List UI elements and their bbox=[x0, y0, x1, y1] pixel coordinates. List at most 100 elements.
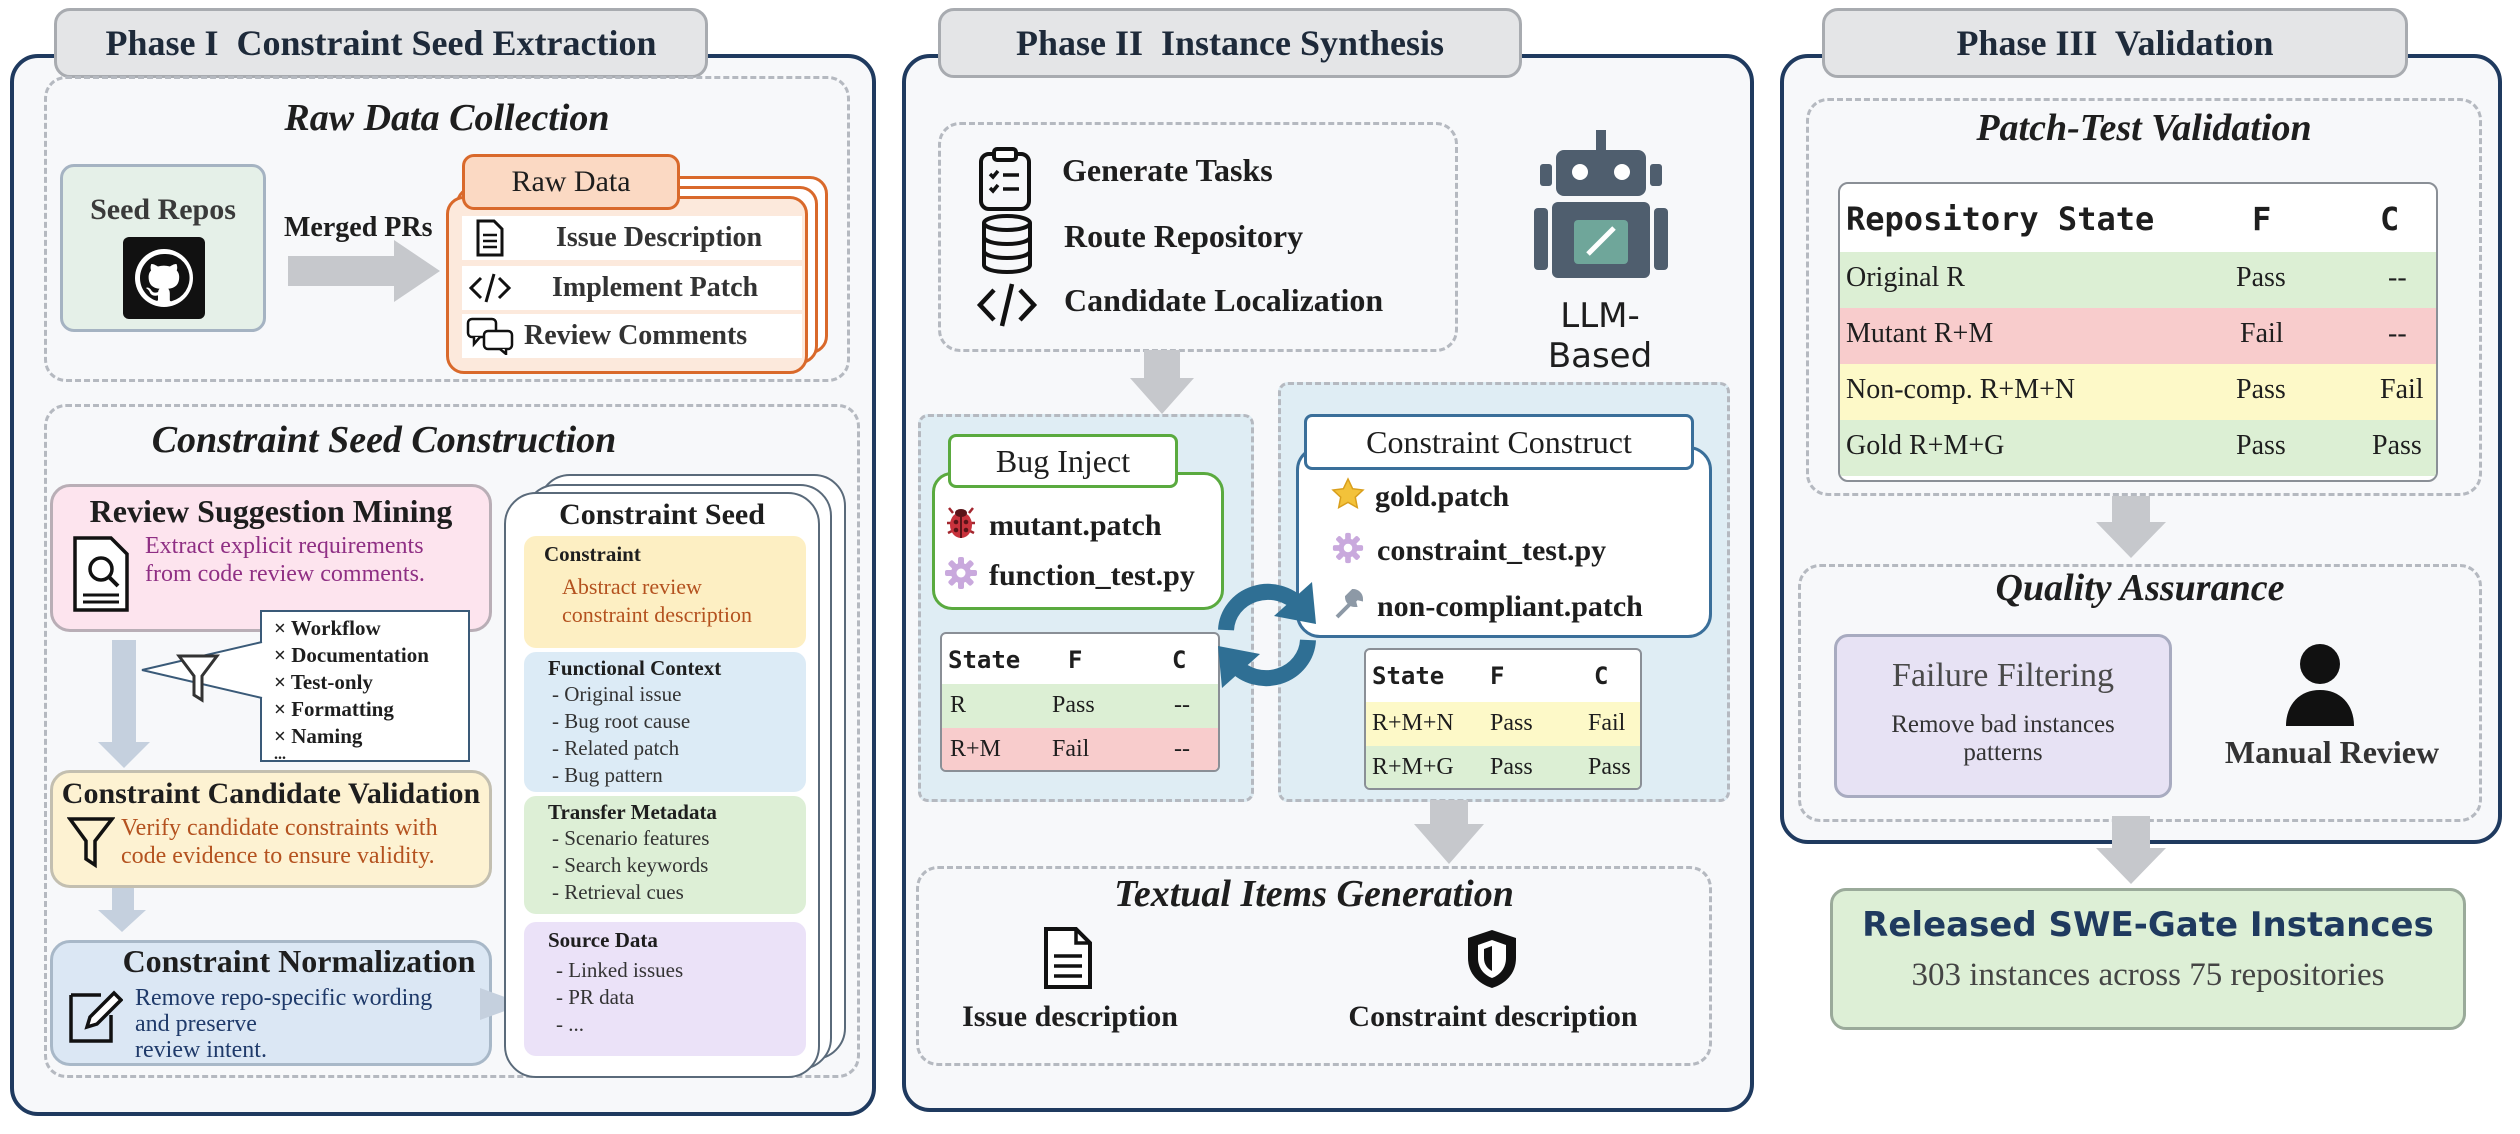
seed-transfer-block: Transfer Metadata - Scenario features - … bbox=[524, 796, 806, 914]
constraint-construct-title: Constraint Construct bbox=[1304, 414, 1694, 470]
table-row: R+M Fail -- bbox=[942, 728, 1218, 770]
candidate-validation-title: Constraint Candidate Validation bbox=[61, 777, 481, 810]
issue-document-icon bbox=[1042, 926, 1094, 995]
table-row: Gold R+M+G Pass Pass bbox=[1840, 420, 2436, 476]
flow-arrow-shaft bbox=[112, 640, 136, 750]
flow-arrow-shaft bbox=[112, 880, 134, 914]
raw-collection-section bbox=[44, 76, 850, 382]
clipboard-icon bbox=[976, 146, 1034, 217]
table-cell: Pass bbox=[2236, 430, 2286, 461]
table-cell: R+M+N bbox=[1372, 710, 1454, 736]
table-cell: -- bbox=[1174, 736, 1190, 762]
table-cell: Original R bbox=[1846, 262, 1965, 293]
table-header-row: State F C bbox=[942, 634, 1218, 684]
released-title: Released SWE-Gate Instances bbox=[1862, 905, 2434, 945]
seed-functional-item: - Original issue bbox=[552, 682, 682, 706]
database-icon bbox=[980, 214, 1034, 279]
textual-items-section bbox=[916, 866, 1712, 1066]
table-header: F bbox=[1068, 646, 1083, 674]
failure-filtering-box: Failure Filtering Remove bad instances p… bbox=[1834, 634, 2172, 798]
failure-filtering-desc-1: Remove bad instances bbox=[1891, 711, 2115, 738]
patch-test-section bbox=[1806, 98, 2482, 496]
table-cell: Pass bbox=[1052, 692, 1095, 718]
sync-cycle-icon bbox=[1200, 576, 1334, 699]
phase3-title: Phase III Validation bbox=[1822, 8, 2408, 78]
flow-arrow-shaft bbox=[2112, 816, 2150, 850]
raw-item-label: Review Comments bbox=[524, 320, 748, 351]
seed-card: Constraint Seed Constraint Abstract revi… bbox=[504, 492, 820, 1078]
table-header: F bbox=[1490, 662, 1505, 690]
flow-arrow-shaft bbox=[1144, 350, 1180, 380]
table-cell: -- bbox=[2388, 262, 2407, 293]
person-icon bbox=[2282, 642, 2358, 733]
seed-source-block: Source Data - Linked issues - PR data - … bbox=[524, 922, 806, 1056]
table-row: R+M+N Pass Fail bbox=[1366, 702, 1640, 746]
filter-item: ... bbox=[274, 748, 286, 762]
merged-prs-label: Merged PRs bbox=[284, 212, 433, 243]
github-icon bbox=[123, 237, 205, 319]
table-cell: Fail bbox=[2380, 374, 2424, 405]
table-row: Original R Pass -- bbox=[1840, 252, 2436, 308]
table-cell: Gold R+M+G bbox=[1846, 430, 2005, 461]
seed-source-title: Source Data bbox=[548, 928, 658, 952]
seed-constraint-block: Constraint Abstract review constraint de… bbox=[524, 536, 806, 648]
table-header-row: State F C bbox=[1366, 650, 1640, 702]
wrench-icon bbox=[1331, 587, 1365, 626]
construct-file-row: constraint_test.py bbox=[1331, 531, 1606, 570]
step-candidate-localization: Candidate Localization bbox=[1064, 282, 1384, 318]
code-brackets-icon bbox=[976, 280, 1038, 335]
ladybug-icon bbox=[943, 505, 979, 546]
raw-item-issue: Issue Description bbox=[462, 216, 802, 260]
gear-icon bbox=[1331, 531, 1365, 570]
seed-functional-item: - Bug root cause bbox=[552, 709, 691, 733]
candidate-validation-desc-1: Verify candidate constraints with bbox=[121, 815, 438, 841]
issue-description-label: Issue description bbox=[962, 1000, 1178, 1033]
filter-callout: × Workflow × Documentation × Test-only ×… bbox=[260, 610, 470, 762]
seed-transfer-title: Transfer Metadata bbox=[548, 800, 717, 824]
table-row: Non-comp. R+M+N Pass Fail bbox=[1840, 364, 2436, 420]
bug-inject-title: Bug Inject bbox=[948, 434, 1178, 488]
table-cell: Non-comp. R+M+N bbox=[1846, 374, 2076, 405]
filter-item: × Workflow bbox=[274, 616, 381, 640]
seed-source-item: - ... bbox=[556, 1012, 584, 1036]
seed-constraint-item: Abstract review bbox=[562, 574, 702, 599]
flow-arrowhead bbox=[1414, 824, 1484, 864]
seed-source-item: - PR data bbox=[556, 985, 635, 1009]
failure-filtering-desc-2: patterns bbox=[1963, 739, 2043, 766]
llm-based-label: LLM-Based bbox=[1547, 296, 1653, 376]
filter-item: × Test-only bbox=[274, 670, 373, 694]
quality-assurance-title: Quality Assurance bbox=[1995, 567, 2285, 609]
raw-item-label: Issue Description bbox=[556, 222, 763, 253]
document-icon bbox=[462, 219, 518, 257]
review-mining-desc-2: from code review comments. bbox=[145, 561, 425, 587]
table-cell: Pass bbox=[2236, 262, 2286, 293]
table-row: Mutant R+M Fail -- bbox=[1840, 308, 2436, 364]
raw-item-patch: Implement Patch bbox=[462, 266, 802, 310]
seed-repos-label: Seed Repos bbox=[90, 193, 236, 226]
construct-file-label: non-compliant.patch bbox=[1377, 589, 1643, 623]
table-header: C bbox=[2380, 200, 2400, 238]
raw-data-tab: Raw Data bbox=[462, 154, 680, 210]
table-cell: -- bbox=[2388, 318, 2407, 349]
table-header: State bbox=[1372, 662, 1445, 690]
normalization-desc-1: Remove repo-specific wording bbox=[135, 985, 433, 1011]
flow-arrow-shaft bbox=[1430, 800, 1468, 826]
normalization-box: Constraint Normalization Remove repo-spe… bbox=[50, 940, 492, 1066]
merged-prs-arrowhead bbox=[394, 240, 440, 302]
normalization-desc-2: and preserve bbox=[135, 1011, 257, 1037]
bug-file-row: function_test.py bbox=[943, 555, 1195, 596]
table-cell: Pass bbox=[1490, 754, 1533, 780]
magnifier-document-icon bbox=[71, 535, 133, 618]
table-header: C bbox=[1594, 662, 1609, 690]
step-generate-tasks: Generate Tasks bbox=[1062, 152, 1273, 188]
seed-constraint-item: constraint description bbox=[562, 602, 753, 627]
table-cell: -- bbox=[1174, 692, 1190, 718]
table-cell: Pass bbox=[1588, 754, 1631, 780]
shield-icon bbox=[1464, 928, 1520, 995]
constraint-state-table: State F C R+M+N Pass Fail R+M+G Pass Pas… bbox=[1364, 648, 1642, 790]
flow-arrow-shaft bbox=[2112, 496, 2150, 524]
table-row: R+M+G Pass Pass bbox=[1366, 746, 1640, 788]
merged-prs-arrow bbox=[288, 256, 396, 286]
bug-file-row: mutant.patch bbox=[943, 505, 1162, 546]
filter-item: × Naming bbox=[274, 724, 363, 748]
